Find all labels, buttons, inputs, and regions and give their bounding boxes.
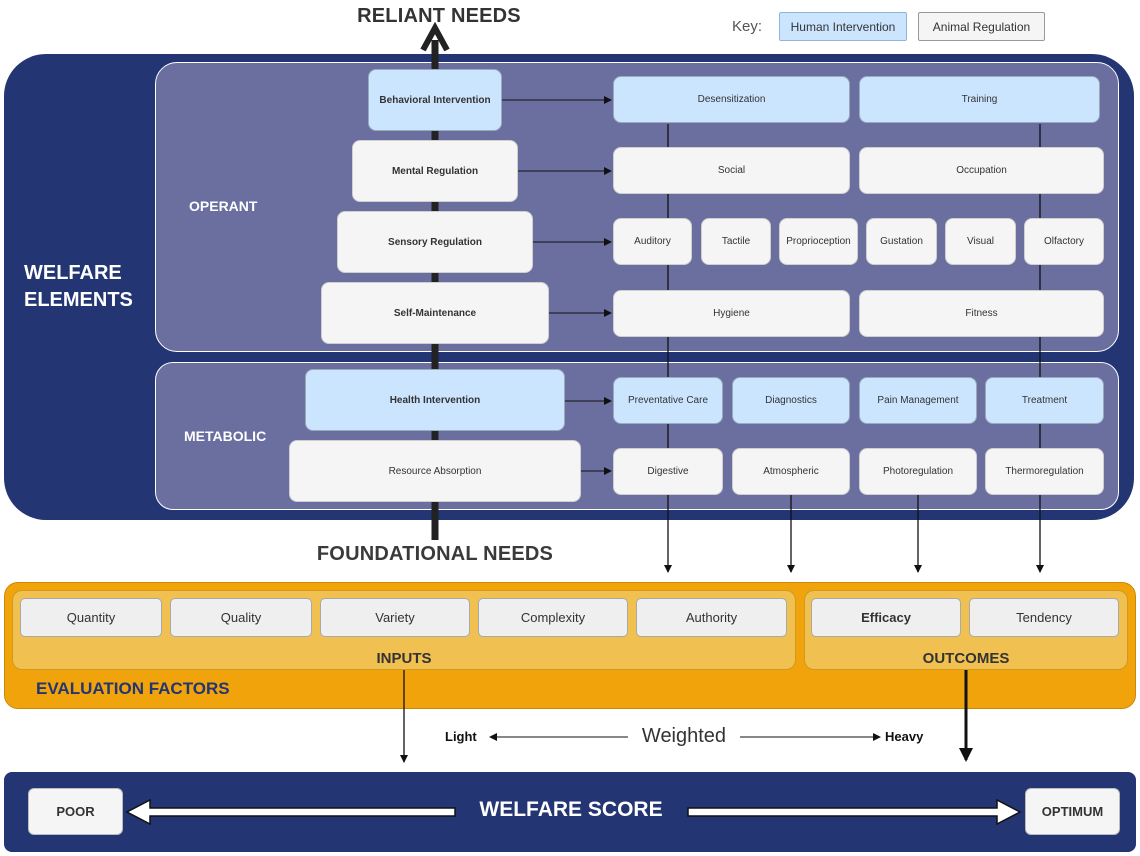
score-arrow-left	[125, 798, 456, 826]
node-treatment: Treatment	[985, 377, 1104, 424]
ladder-health-intervention: Health Intervention	[305, 369, 565, 431]
key-human-intervention: Human Intervention	[779, 12, 907, 41]
ladder-self-maintenance: Self-Maintenance	[321, 282, 549, 344]
key-animal-regulation: Animal Regulation	[918, 12, 1045, 41]
node-hygiene: Hygiene	[613, 290, 850, 337]
node-digestive: Digestive	[613, 448, 723, 495]
factor-quality: Quality	[170, 598, 312, 637]
welfare-elements-label-line1: WELFARE	[24, 262, 122, 284]
weight-light-label: Light	[445, 729, 477, 744]
node-occupation: Occupation	[859, 147, 1104, 194]
node-thermoregulation: Thermoregulation	[985, 448, 1104, 495]
weighted-label: Weighted	[641, 725, 727, 747]
score-arrow-right	[687, 798, 1022, 826]
factor-efficacy: Efficacy	[811, 598, 961, 637]
foundational-needs-title: FOUNDATIONAL NEEDS	[316, 543, 554, 565]
node-social: Social	[613, 147, 850, 194]
node-photoregulation: Photoregulation	[859, 448, 977, 495]
metabolic-label: METABOLIC	[184, 428, 267, 444]
operant-label: OPERANT	[189, 198, 258, 214]
score-poor: POOR	[28, 788, 123, 835]
weight-heavy-label: Heavy	[885, 729, 924, 744]
ladder-resource-absorption: Resource Absorption	[289, 440, 581, 502]
factor-authority: Authority	[636, 598, 787, 637]
node-proprioception: Proprioception	[779, 218, 858, 265]
node-auditory: Auditory	[613, 218, 692, 265]
outcomes-label: OUTCOMES	[922, 650, 1010, 667]
node-training: Training	[859, 76, 1100, 123]
node-fitness: Fitness	[859, 290, 1104, 337]
inputs-label: INPUTS	[376, 650, 432, 667]
node-desensitization: Desensitization	[613, 76, 850, 123]
node-diagnostics: Diagnostics	[732, 377, 850, 424]
spine-arrowhead	[420, 21, 450, 52]
factor-variety: Variety	[320, 598, 470, 637]
factor-complexity: Complexity	[478, 598, 628, 637]
key-label: Key:	[732, 18, 763, 35]
ladder-behavioral-intervention: Behavioral Intervention	[368, 69, 502, 131]
welfare-elements-label: WELFARE ELEMENTS	[24, 260, 133, 314]
node-atmospheric: Atmospheric	[732, 448, 850, 495]
evaluation-factors-label: EVALUATION FACTORS	[36, 679, 230, 698]
node-pain-management: Pain Management	[859, 377, 977, 424]
factor-tendency: Tendency	[969, 598, 1119, 637]
ladder-mental-regulation: Mental Regulation	[352, 140, 518, 202]
score-optimum: OPTIMUM	[1025, 788, 1120, 835]
ladder-sensory-regulation: Sensory Regulation	[337, 211, 533, 273]
welfare-score-label: WELFARE SCORE	[479, 798, 663, 821]
node-tactile: Tactile	[701, 218, 771, 265]
factor-quantity: Quantity	[20, 598, 162, 637]
node-preventative-care: Preventative Care	[613, 377, 723, 424]
welfare-elements-label-line2: ELEMENTS	[24, 289, 133, 311]
node-gustation: Gustation	[866, 218, 937, 265]
reliant-needs-title: RELIANT NEEDS	[357, 5, 521, 27]
node-olfactory: Olfactory	[1024, 218, 1104, 265]
node-visual: Visual	[945, 218, 1016, 265]
